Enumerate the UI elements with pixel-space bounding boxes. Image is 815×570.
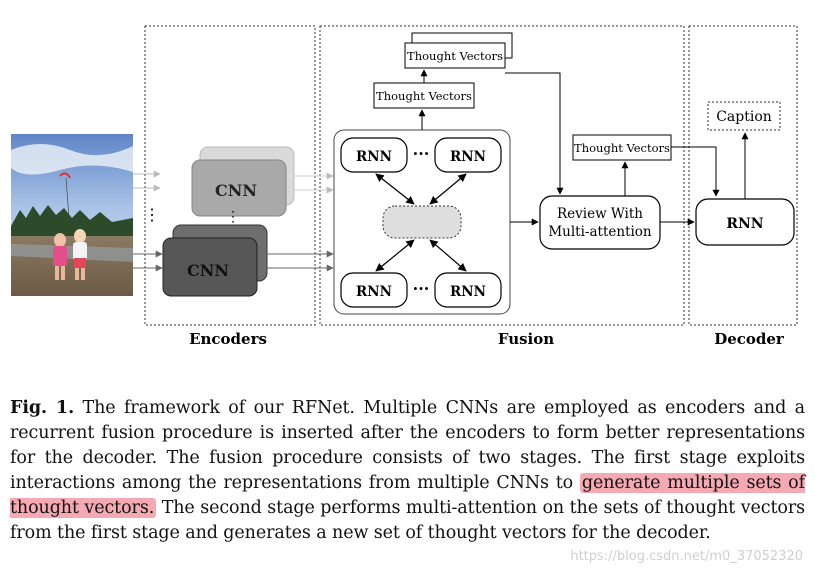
fusion-label: Fusion xyxy=(498,330,554,348)
decoder-rnn-label: RNN xyxy=(726,216,763,232)
rnn-top-left xyxy=(340,137,408,173)
cnn-label-bottom: CNN xyxy=(187,261,229,280)
rnn-bottom-right xyxy=(434,272,502,308)
decoder-label: Decoder xyxy=(714,330,785,348)
rnn-top-right xyxy=(434,137,502,173)
cnn-vertical-ellipsis: ⋮ xyxy=(226,209,240,225)
rnn-top-right-label: RNN xyxy=(450,149,486,165)
figure-caption: Fig. 1. The framework of our RFNet. Mult… xyxy=(10,396,805,546)
rnn-top-left-label: RNN xyxy=(356,149,392,165)
watermark: https://blog.csdn.net/m0_37052320 xyxy=(570,549,803,564)
rfnet-framework-diagram: ⋮ CNN ⋮ CNN RNN ··· RNN RNN ··· RNN Thou… xyxy=(11,25,798,348)
decoder-section-box xyxy=(688,25,798,326)
rnn-bottom-left xyxy=(340,272,408,308)
encoders-label: Encoders xyxy=(189,330,267,348)
encoders-section-box xyxy=(144,25,316,326)
review-label-line1: Review With xyxy=(557,206,643,222)
cnn-stack-bottom: CNN xyxy=(162,224,268,297)
caption-output-label: Caption xyxy=(716,109,772,125)
thought-vectors-label-2: Thought Vectors xyxy=(407,49,503,63)
rnn-bottom-left-label: RNN xyxy=(356,284,392,300)
figure-label: Fig. 1. xyxy=(10,398,75,418)
cnn-stack-top: CNN xyxy=(191,146,295,217)
cnn-label-top: CNN xyxy=(215,181,257,200)
rnn-bottom-ellipsis: ··· xyxy=(413,279,430,298)
review-multi-attention-box xyxy=(539,195,661,250)
caption-text-before: The framework of our RFNet. Multiple CNN… xyxy=(10,398,805,493)
interaction-node xyxy=(382,205,462,239)
thought-vectors-label-3: Thought Vectors xyxy=(574,141,670,155)
thought-vectors-label-1: Thought Vectors xyxy=(376,89,472,103)
rnn-top-ellipsis: ··· xyxy=(413,144,430,163)
caption-output-box xyxy=(707,101,781,131)
thought-vectors-box-2 xyxy=(404,42,506,69)
input-photo xyxy=(11,134,133,296)
review-label-line2: Multi-attention xyxy=(548,224,652,240)
encoder-input-ellipsis: ⋮ xyxy=(144,205,160,224)
thought-vectors-box-1 xyxy=(373,82,475,109)
rnn-bottom-right-label: RNN xyxy=(450,284,486,300)
caption-text-after: The second stage performs multi-attentio… xyxy=(10,498,805,543)
